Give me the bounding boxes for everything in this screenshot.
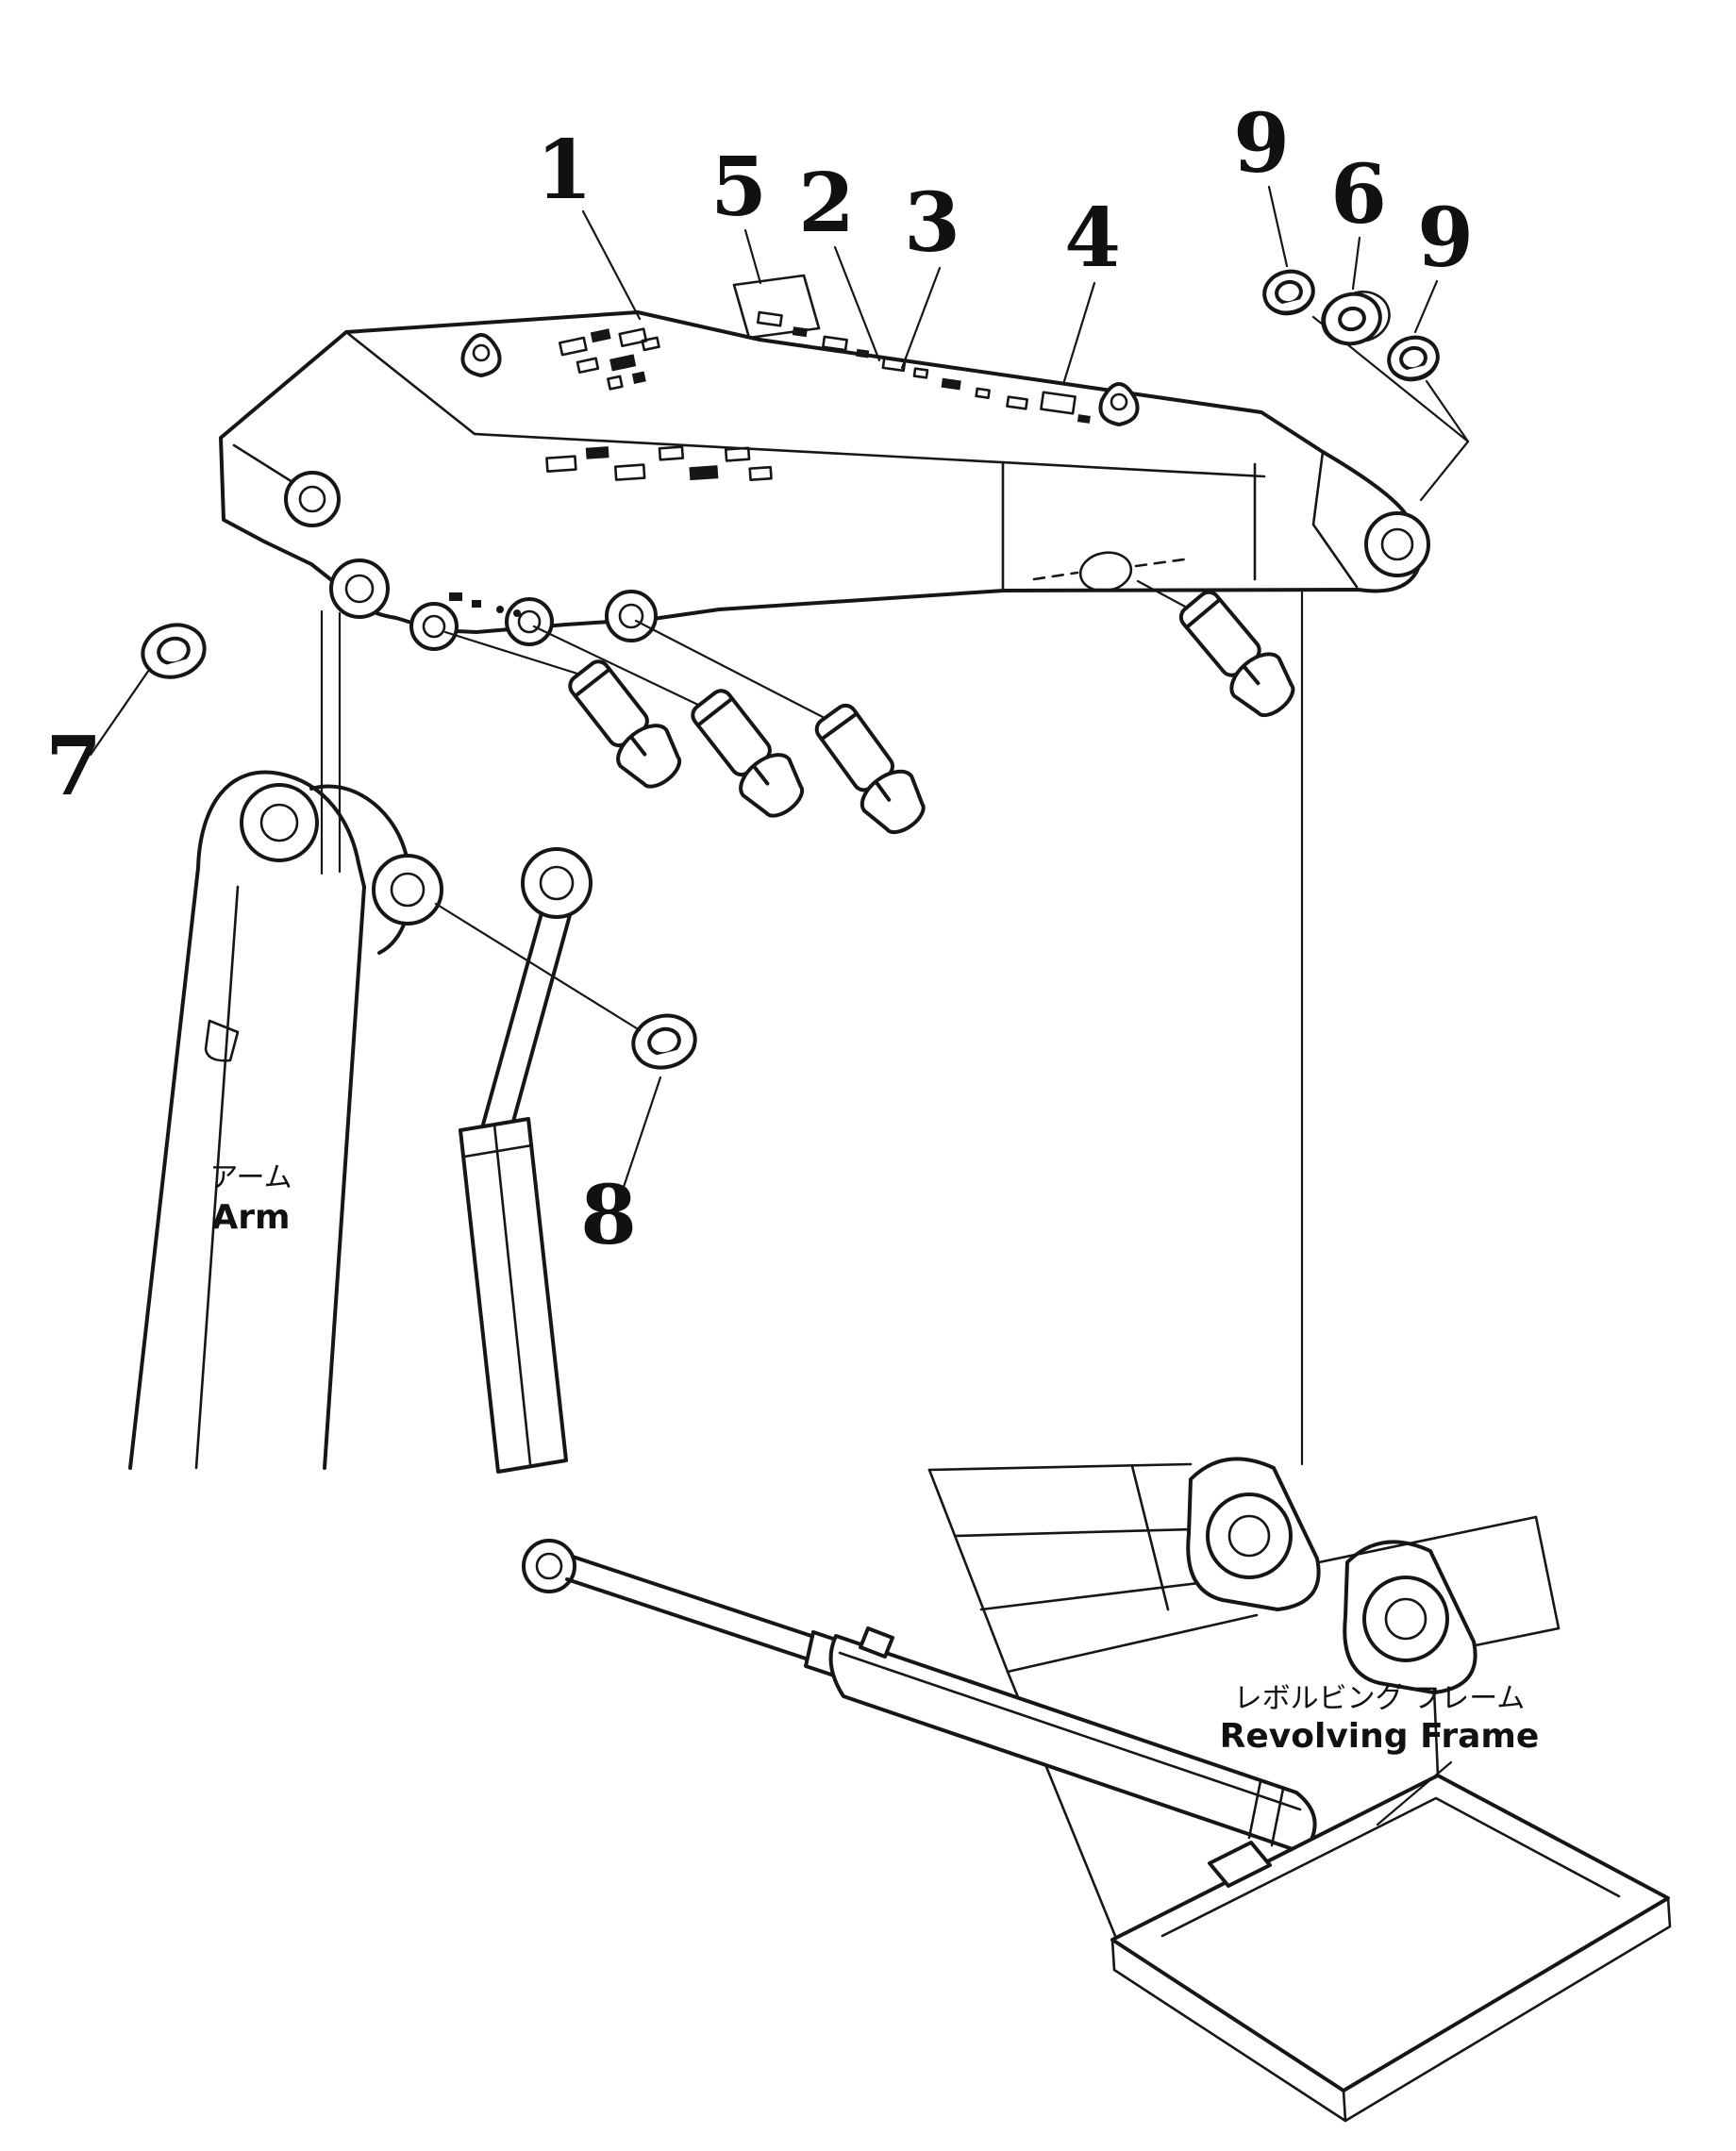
- mounting-pin-2: [686, 684, 816, 829]
- revolving-frame: レボルビング フレーム Revolving Frame: [522, 1457, 1672, 2123]
- callout-8: 8: [580, 1168, 637, 1263]
- callout-6: 6: [1330, 147, 1387, 242]
- boom: [219, 274, 1430, 651]
- callout-2: 2: [798, 156, 855, 251]
- callout-3: 3: [904, 175, 960, 271]
- bushing-8-leader: [434, 902, 642, 1032]
- revolving-frame-label-jp: レボルビング フレーム: [1234, 1682, 1526, 1715]
- boom-lug-right: [1098, 382, 1140, 426]
- boom-foot-boss-upper: [284, 471, 341, 527]
- arm-boss-upper: [240, 783, 319, 862]
- revolving-frame-ear-left: [1186, 1457, 1321, 1611]
- callout-1: 1: [536, 123, 593, 218]
- boom-slot-cluster-top: [756, 310, 1091, 424]
- boom-foot-boss-lower: [329, 559, 390, 619]
- bushing-7: [134, 615, 213, 687]
- revolving-frame-label-en: Revolving Frame: [1220, 1717, 1540, 1756]
- boom-slot-cluster-mid: [545, 445, 773, 481]
- callout-9-left: 9: [1233, 96, 1290, 192]
- revolving-frame-leader: [1376, 1760, 1453, 1826]
- callout-5-region-marker: [732, 274, 821, 340]
- arm-hole: [204, 1019, 240, 1062]
- arm-cylinder: [459, 847, 593, 1474]
- boom-mid-boss-1: [409, 602, 459, 651]
- revolving-frame-floor-plate: [1110, 1774, 1672, 2123]
- boom-mid-boss-3: [605, 590, 658, 642]
- mounting-pin-4: [1175, 586, 1307, 728]
- arm-label-en: Arm: [211, 1198, 290, 1237]
- boom-tip-boss: [1364, 511, 1430, 577]
- bushing-9-left: [1258, 264, 1320, 321]
- arm-label-jp: アーム: [209, 1161, 292, 1194]
- arm-outline: [196, 770, 366, 889]
- callout-5: 5: [710, 140, 767, 235]
- callout-4: 4: [1064, 191, 1121, 286]
- revolving-frame-ear-right: [1343, 1540, 1477, 1694]
- callout-9-right: 9: [1417, 191, 1474, 286]
- boom-cylinder: [522, 1539, 1317, 1855]
- mounting-pin-3: [807, 697, 935, 843]
- boom-outline: [219, 310, 1424, 634]
- callouts: 1 5 2 3 4 9 6 9 7 8: [45, 96, 1474, 1263]
- bushing-9-right: [1382, 330, 1444, 387]
- boom-mid-boss-2: [505, 597, 554, 646]
- bushing-8: [626, 1007, 703, 1076]
- callout-leader-lines: [89, 185, 1439, 1200]
- arm-boss-lower: [372, 854, 443, 925]
- arm: アーム Arm: [128, 770, 443, 1470]
- bushing-6: [1321, 291, 1391, 346]
- boom-slot-cluster-left: [559, 327, 660, 391]
- mounting-pin-1: [563, 655, 693, 800]
- boom-tip-hole: [1032, 551, 1193, 592]
- callout-7: 7: [45, 719, 102, 814]
- boom-bottom-fasteners: [449, 592, 521, 617]
- pin-leader-lines: [443, 579, 1189, 719]
- boom-lug-left: [460, 333, 502, 377]
- revolving-frame-deck: [927, 1462, 1259, 1938]
